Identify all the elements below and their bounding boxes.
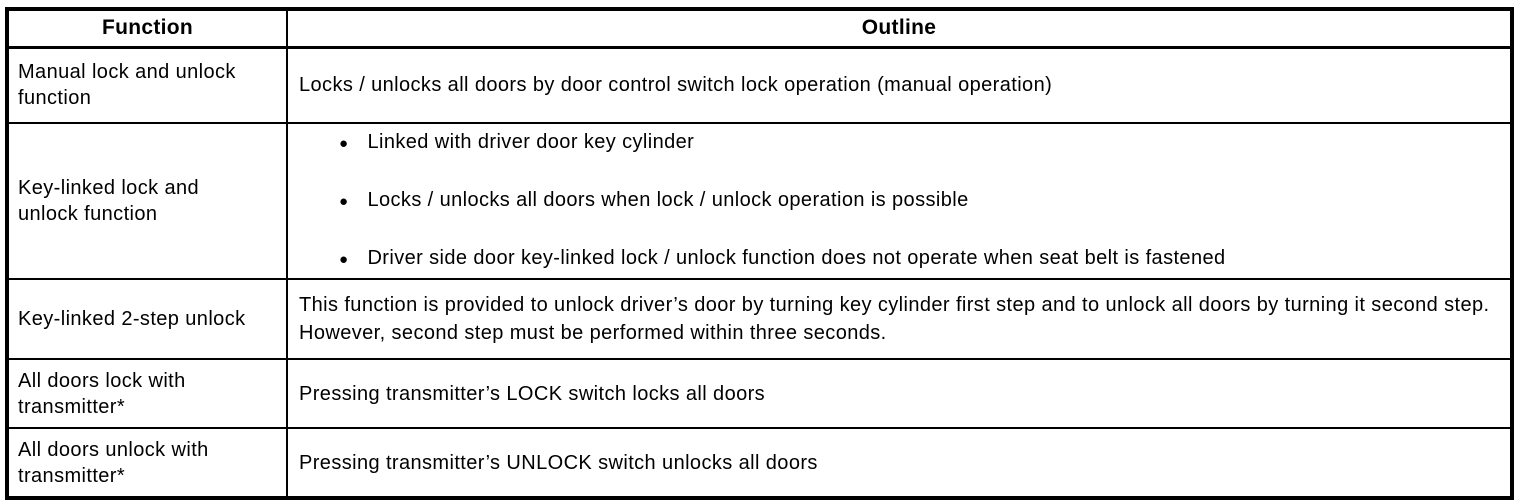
function-label: All doors lock with transmitter* (18, 369, 186, 418)
outline-cell: Locks / unlocks all doors by door contro… (286, 46, 1513, 124)
bullet-text: Linked with driver door key cylinder (367, 131, 695, 153)
table-row: Key-linked 2-step unlock This function i… (6, 278, 1513, 360)
list-item: ● Linked with driver door key cylinder (339, 128, 1498, 158)
list-item: ● Driver side door key-linked lock / unl… (339, 244, 1498, 274)
bullet-icon: ● (339, 251, 349, 268)
function-cell: Key-linked lock and unlock function (6, 122, 288, 280)
function-label: Key-linked lock and unlock function (18, 177, 200, 225)
function-label: Key-linked 2-step unlock (18, 308, 246, 330)
header-row: Function Outline (6, 8, 1513, 49)
bullet-text: Locks / unlocks all doors when lock / un… (367, 189, 969, 211)
outline-cell: Pressing transmitter’s UNLOCK switch unl… (286, 427, 1513, 499)
table-row: All doors lock with transmitter* Pressin… (6, 358, 1513, 429)
bullet-icon: ● (339, 193, 349, 210)
function-cell: Key-linked 2-step unlock (6, 278, 288, 360)
outline-cell: Pressing transmitter’s LOCK switch locks… (286, 358, 1513, 429)
function-cell: All doors lock with transmitter* (6, 358, 288, 429)
table-row: All doors unlock with transmitter* Press… (6, 427, 1513, 499)
bullet-icon: ● (339, 135, 349, 152)
table-row: Manual lock and unlock function Locks / … (6, 46, 1513, 124)
function-cell: All doors unlock with transmitter* (6, 427, 288, 499)
column-header-outline: Outline (286, 8, 1513, 49)
column-header-function: Function (6, 8, 288, 49)
function-outline-table: Function Outline Manual lock and unlock … (5, 7, 1514, 500)
function-label: Manual lock and unlock function (18, 61, 236, 110)
outline-text: Pressing transmitter’s UNLOCK switch unl… (299, 451, 818, 474)
outline-text: This function is provided to unlock driv… (299, 294, 1490, 344)
table-row: Key-linked lock and unlock function ● Li… (6, 122, 1513, 280)
outline-cell: This function is provided to unlock driv… (286, 278, 1513, 360)
function-cell: Manual lock and unlock function (6, 46, 288, 124)
bullet-text: Driver side door key-linked lock / unloc… (367, 247, 1226, 269)
outline-text: Pressing transmitter’s LOCK switch locks… (299, 382, 766, 405)
list-item: ● Locks / unlocks all doors when lock / … (339, 186, 1498, 216)
function-label: All doors unlock with transmitter* (18, 438, 209, 487)
outline-bullet-list: ● Linked with driver door key cylinder ●… (299, 128, 1498, 274)
outline-text: Locks / unlocks all doors by door contro… (299, 74, 1053, 97)
outline-cell: ● Linked with driver door key cylinder ●… (286, 122, 1513, 280)
